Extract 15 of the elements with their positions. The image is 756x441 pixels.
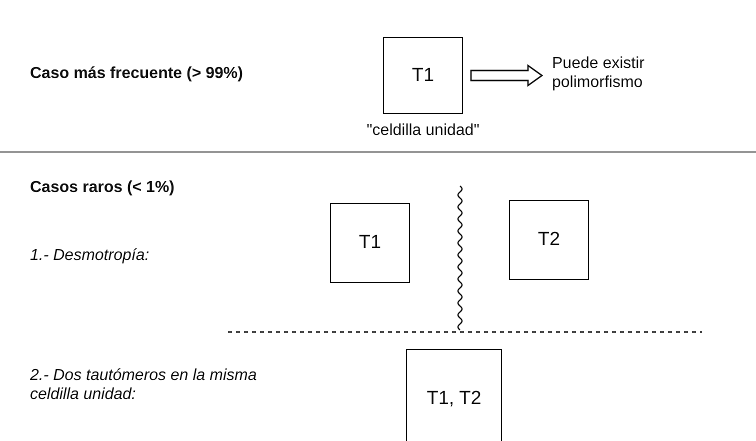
section-heading: 1.- Desmotropía: [30,246,150,266]
cell-label: T1, T2 [426,388,482,410]
node-label: "celdilla unidad" [366,122,480,140]
unit-cell-box [406,349,502,441]
unit-cell-box [383,37,463,114]
cell-label: T2 [538,229,560,251]
cell-label: T1 [358,232,382,254]
section-heading: Casos raros (< 1%) [30,178,176,198]
note-text-line: Puede existir polimorfismo [552,54,646,92]
section-heading: 2.- Dos tautómeros en la misma celdilla unidad: [30,366,258,404]
unit-cell-box [509,200,589,280]
section-heading: Caso más frecuente (> 99%) [30,64,244,84]
unit-cell-box [330,203,410,283]
hollow-arrow [470,64,544,87]
cell-label: T1 [412,64,434,86]
